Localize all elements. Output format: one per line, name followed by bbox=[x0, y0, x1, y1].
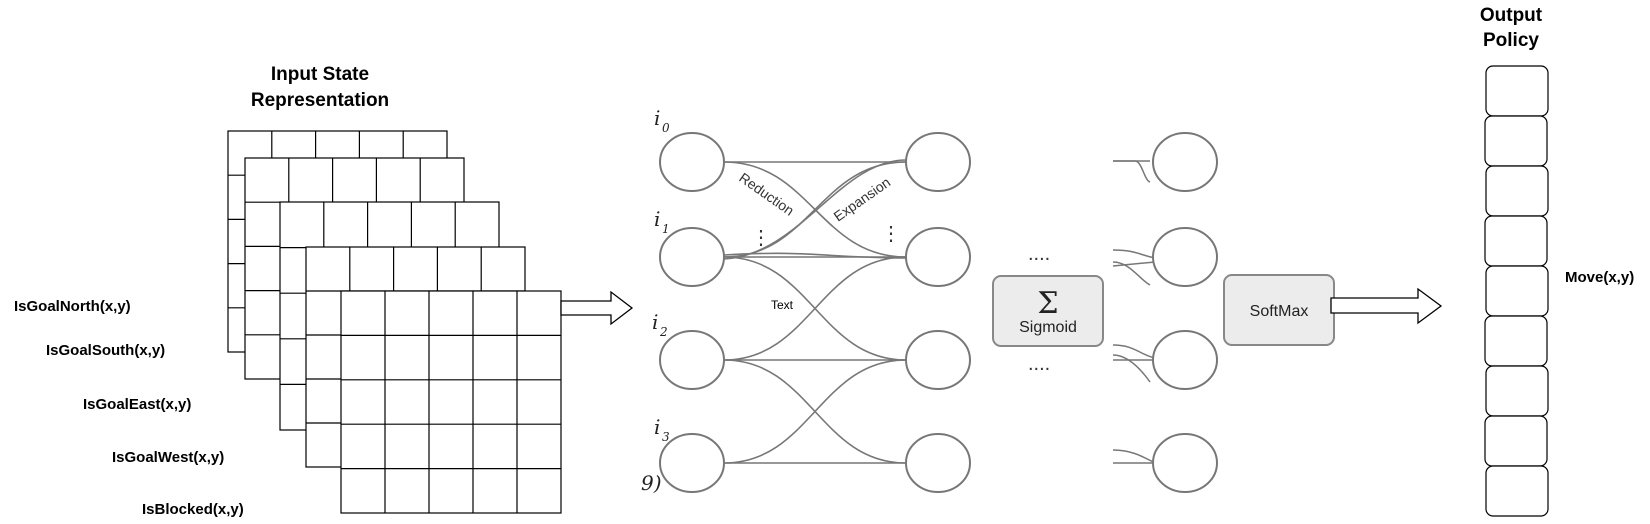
reduction-label: Reduction bbox=[736, 169, 797, 218]
layer-label-goal-south: IsGoalSouth(x,y) bbox=[46, 342, 165, 359]
layer-label-goal-north: IsGoalNorth(x,y) bbox=[14, 298, 131, 315]
svg-text:2: 2 bbox=[659, 325, 668, 339]
sigma-symbol: Σ bbox=[1037, 286, 1058, 321]
output-policy-cell bbox=[1485, 165, 1549, 217]
svg-text:i: i bbox=[652, 310, 658, 334]
output-policy-cell bbox=[1484, 315, 1548, 367]
horizontal-ellipsis-top: .... bbox=[1028, 243, 1050, 265]
output-title-line1: Output bbox=[1480, 5, 1543, 26]
input-node-2 bbox=[659, 330, 725, 390]
vertical-ellipsis-left: ⋮ bbox=[751, 227, 771, 249]
output-policy-cell bbox=[1484, 215, 1548, 267]
hidden-node-1 bbox=[905, 227, 971, 287]
expansion-label: Expansion bbox=[831, 174, 894, 225]
index-i2: i 2 bbox=[652, 310, 668, 339]
horizontal-ellipsis-bottom: .... bbox=[1028, 353, 1050, 375]
output-policy-cell bbox=[1484, 415, 1548, 467]
svg-text:i: i bbox=[654, 415, 660, 439]
extra-index: 9) bbox=[641, 471, 662, 495]
hidden-node-2 bbox=[905, 330, 971, 390]
output-fan-ins bbox=[1112, 160, 1156, 464]
layer-label-blocked: IsBlocked(x,y) bbox=[142, 501, 244, 518]
hidden-node-3 bbox=[905, 433, 971, 493]
output-node-2 bbox=[1152, 330, 1218, 390]
output-node-3 bbox=[1152, 433, 1218, 493]
softmax-box: SoftMax bbox=[1223, 274, 1335, 346]
svg-text:3: 3 bbox=[662, 430, 670, 444]
input-node-1 bbox=[659, 227, 725, 287]
softmax-label: SoftMax bbox=[1250, 303, 1309, 320]
index-i0: i 0 bbox=[654, 106, 670, 135]
layer-label-goal-west: IsGoalWest(x,y) bbox=[112, 449, 224, 466]
output-policy-cell bbox=[1485, 265, 1549, 317]
vertical-ellipsis-right: ⋮ bbox=[881, 223, 901, 245]
svg-text:1: 1 bbox=[662, 222, 670, 236]
output-node-1 bbox=[1152, 227, 1218, 287]
input-title-line1: Input State bbox=[271, 64, 369, 85]
move-label: Move(x,y) bbox=[1565, 269, 1634, 286]
output-nodes bbox=[1152, 132, 1218, 493]
svg-text:i: i bbox=[654, 207, 660, 231]
svg-text:i: i bbox=[654, 106, 660, 130]
input-node-0 bbox=[659, 132, 725, 192]
input-nodes bbox=[659, 132, 725, 493]
output-node-0 bbox=[1152, 132, 1218, 192]
index-i1: i 1 bbox=[654, 207, 670, 236]
input-grid-stack bbox=[227, 130, 562, 514]
output-policy-cell bbox=[1484, 115, 1548, 167]
hidden-node-0 bbox=[905, 132, 971, 192]
softmax-to-output-arrow bbox=[1330, 287, 1443, 325]
input-node-3 bbox=[659, 433, 725, 493]
network-connections bbox=[723, 159, 907, 464]
input-title-line2: Representation bbox=[251, 90, 389, 111]
output-policy-cell bbox=[1485, 465, 1549, 517]
svg-text:0: 0 bbox=[662, 121, 670, 135]
input-to-network-arrow bbox=[560, 290, 634, 326]
grid-layer-4 bbox=[340, 290, 562, 514]
sigmoid-box: Σ Sigmoid bbox=[992, 275, 1104, 347]
output-policy-column bbox=[1484, 65, 1549, 517]
text-label: Text bbox=[771, 298, 794, 312]
index-i3: i 3 bbox=[654, 415, 670, 444]
output-policy-cell bbox=[1485, 365, 1549, 417]
hidden-nodes bbox=[905, 132, 971, 493]
output-policy-cell bbox=[1485, 65, 1549, 117]
layer-label-goal-east: IsGoalEast(x,y) bbox=[83, 396, 191, 413]
sigmoid-label: Sigmoid bbox=[1019, 319, 1077, 336]
output-title-line2: Policy bbox=[1483, 30, 1539, 51]
